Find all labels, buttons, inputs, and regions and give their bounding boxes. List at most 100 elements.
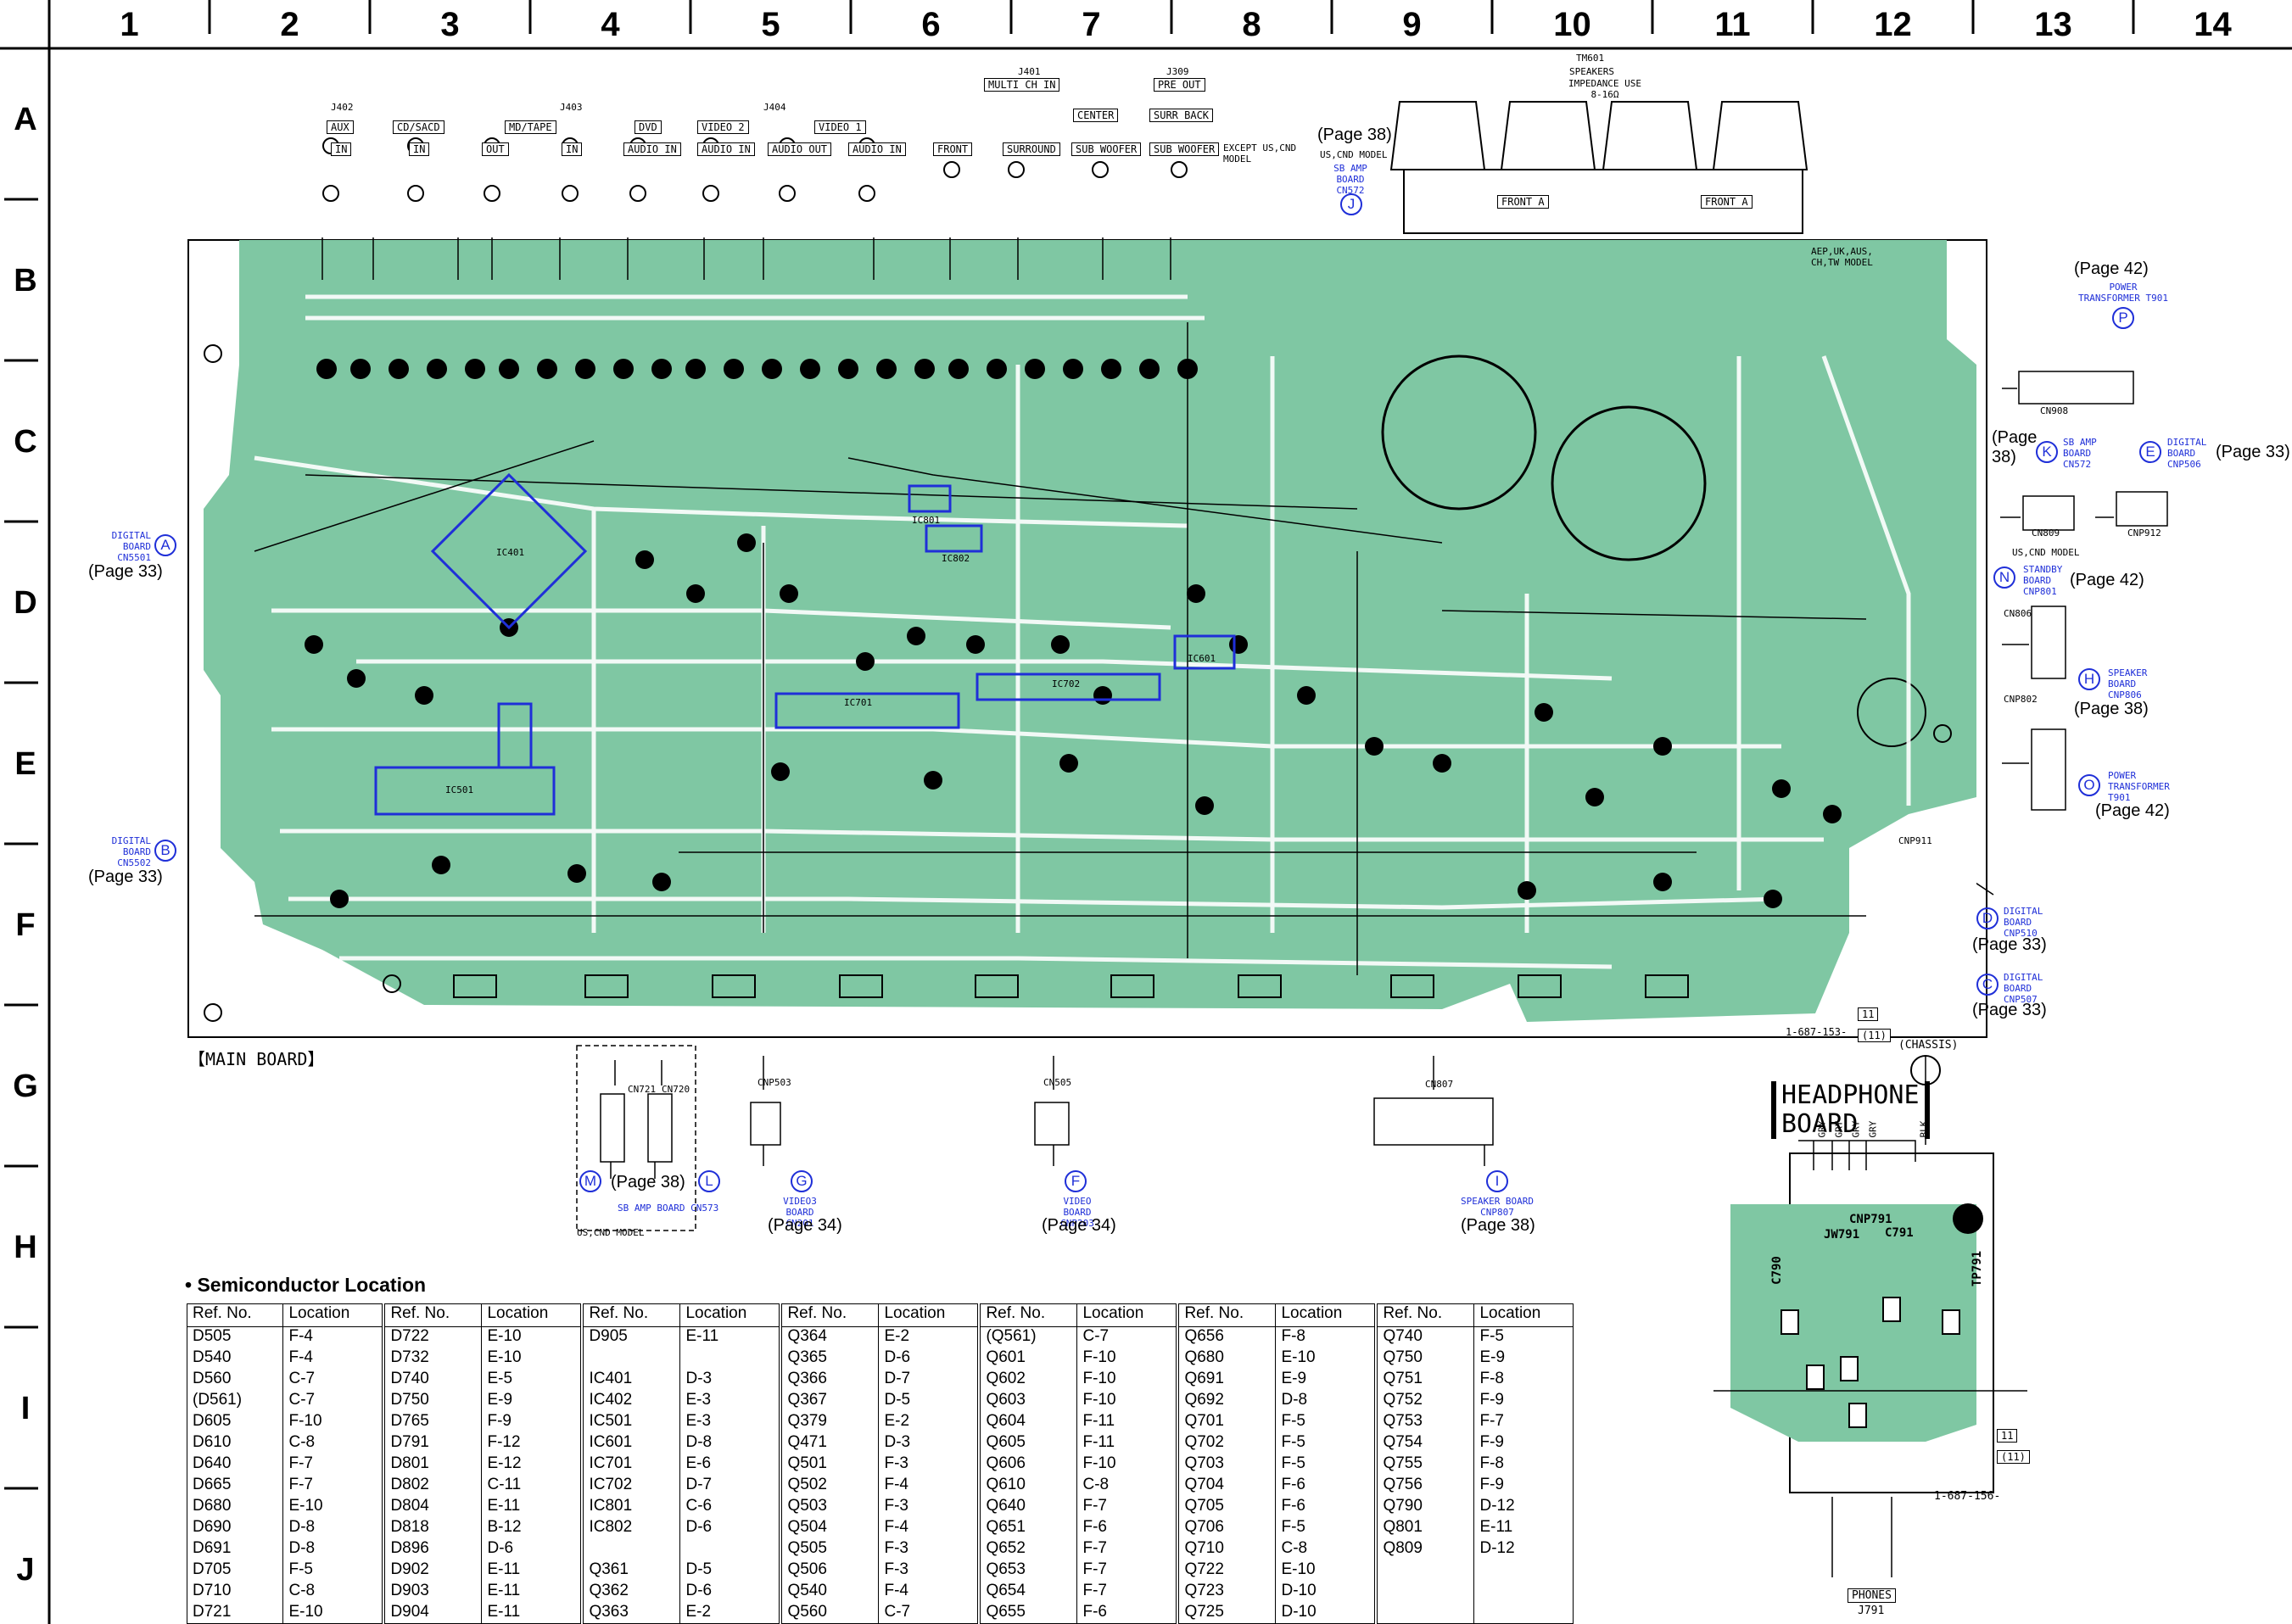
- front-label: FRONT: [933, 142, 973, 156]
- bottom-connectors: [576, 1045, 1494, 1231]
- ref-p-circle[interactable]: P: [2112, 307, 2134, 329]
- ref-n-circle[interactable]: N: [1993, 566, 2015, 589]
- ref-a-circle[interactable]: A: [154, 534, 176, 556]
- ref-e-circle[interactable]: E: [2139, 441, 2161, 463]
- grid-row-A: A: [14, 102, 37, 137]
- ref-d-circle[interactable]: D: [1976, 907, 1999, 929]
- main-board-code-box: 11: [1858, 1007, 1879, 1021]
- header-location: Location: [1473, 1303, 1574, 1327]
- ref-no-cell: Q740: [1374, 1326, 1474, 1348]
- front-a-right-label: FRONT A: [1701, 195, 1753, 209]
- location-cell: F-6: [1076, 1517, 1178, 1539]
- ref-j-circle[interactable]: J: [1340, 193, 1362, 215]
- ref-no-cell: D540: [193, 1348, 232, 1366]
- ref-h-circle[interactable]: H: [2078, 668, 2100, 690]
- video2-label: VIDEO 2: [697, 120, 749, 134]
- location-cell: F-11: [1076, 1411, 1178, 1433]
- location-cell: [679, 1538, 781, 1560]
- hp-code-box: 11: [1997, 1429, 2018, 1443]
- ref-o-circle[interactable]: O: [2078, 774, 2100, 796]
- ref-d-label: DIGITAL BOARD CNP510: [2004, 906, 2043, 939]
- grid-row-E: E: [14, 746, 36, 782]
- location-cell: F-8: [1473, 1369, 1574, 1391]
- ic401-label: IC401: [496, 547, 525, 558]
- ref-no-cell: D750: [382, 1390, 482, 1412]
- ref-no-cell: Q363: [580, 1602, 680, 1624]
- location-cell: C-7: [282, 1369, 384, 1391]
- ref-no-cell: Q655: [977, 1602, 1077, 1624]
- ref-no-cell: Q723: [1176, 1581, 1276, 1603]
- ref-no-cell: Q692: [1176, 1390, 1276, 1412]
- location-cell: D-8: [679, 1432, 781, 1454]
- grid-row-C: C: [14, 424, 37, 460]
- ref-no-cell: D691: [193, 1538, 232, 1557]
- location-cell: E-10: [282, 1496, 384, 1518]
- ref-j-model: US,CND MODEL: [1320, 149, 1388, 160]
- cnp503-label: CNP503: [757, 1077, 791, 1088]
- pcb-copper-area: [204, 240, 1976, 1022]
- ref-i-circle[interactable]: I: [1486, 1170, 1508, 1192]
- location-cell: E-3: [679, 1390, 781, 1412]
- ref-b-page: (Page 33): [88, 868, 163, 886]
- ref-l-circle[interactable]: L: [698, 1170, 720, 1192]
- ref-no-cell: Q365: [779, 1348, 879, 1370]
- ref-no-cell: Q801: [1374, 1517, 1474, 1539]
- ref-no-cell: D818: [382, 1517, 482, 1539]
- cn908-label: CN908: [2040, 405, 2069, 416]
- ref-no-cell: D721: [193, 1602, 232, 1621]
- ref-a-label: DIGITAL BOARD CN5501: [111, 530, 151, 563]
- hp-code-box2: (11): [1997, 1450, 2030, 1464]
- ref-m-circle[interactable]: M: [579, 1170, 601, 1192]
- grid-col-12: 12: [1874, 6, 1912, 43]
- ref-no-cell: (D561): [193, 1390, 243, 1409]
- ref-no-cell: Q361: [580, 1560, 680, 1582]
- location-cell: F-5: [1275, 1517, 1377, 1539]
- grid-col-10: 10: [1553, 6, 1591, 43]
- location-cell: D-8: [282, 1538, 384, 1560]
- surround-label: SURROUND: [1003, 142, 1060, 156]
- impedance-label: IMPEDANCE USE 8-16Ω: [1568, 78, 1642, 100]
- location-cell: F-10: [1076, 1369, 1178, 1391]
- ref-g-page: (Page 34): [768, 1216, 842, 1235]
- location-cell: F-7: [1473, 1411, 1574, 1433]
- location-cell: C-11: [481, 1475, 583, 1497]
- main-board-code-box2: (11): [1858, 1029, 1891, 1042]
- ref-f-circle[interactable]: F: [1065, 1170, 1087, 1192]
- ref-b-circle[interactable]: B: [154, 840, 176, 862]
- ref-no-cell: Q725: [1176, 1602, 1276, 1624]
- location-cell: [1473, 1581, 1574, 1603]
- location-cell: F-4: [282, 1348, 384, 1370]
- ref-k-page: (Page 38): [1992, 428, 2038, 466]
- ref-k-circle[interactable]: K: [2036, 441, 2058, 463]
- location-cell: D-3: [679, 1369, 781, 1391]
- location-cell: E-10: [1275, 1348, 1377, 1370]
- location-cell: D-8: [1275, 1390, 1377, 1412]
- ref-no-cell: Q505: [779, 1538, 879, 1560]
- ref-g-circle[interactable]: G: [791, 1170, 813, 1192]
- ref-c-circle[interactable]: C: [1976, 974, 1999, 996]
- location-cell: [679, 1348, 781, 1370]
- ic601-outline: [1173, 634, 1236, 670]
- location-cell: D-7: [878, 1369, 980, 1391]
- grid-row-F: F: [15, 907, 36, 943]
- ref-no-cell: D896: [382, 1538, 482, 1560]
- location-cell: C-7: [878, 1602, 980, 1624]
- location-cell: E-11: [481, 1581, 583, 1603]
- ref-no-cell: IC401: [580, 1369, 680, 1391]
- location-cell: F-7: [1076, 1581, 1178, 1603]
- cn721-label: CN721: [628, 1084, 657, 1095]
- ref-no-cell: [580, 1348, 680, 1370]
- location-cell: F-3: [878, 1496, 980, 1518]
- ref-no-cell: Q755: [1374, 1454, 1474, 1476]
- j402-label: J402: [331, 102, 354, 113]
- location-cell: F-8: [1473, 1454, 1574, 1476]
- capacitor-c803: [1381, 354, 1537, 511]
- header-ref-no: Ref. No.: [977, 1303, 1077, 1327]
- ref-no-cell: D732: [382, 1348, 482, 1370]
- ref-no-cell: Q502: [779, 1475, 879, 1497]
- ref-no-cell: D705: [193, 1560, 232, 1578]
